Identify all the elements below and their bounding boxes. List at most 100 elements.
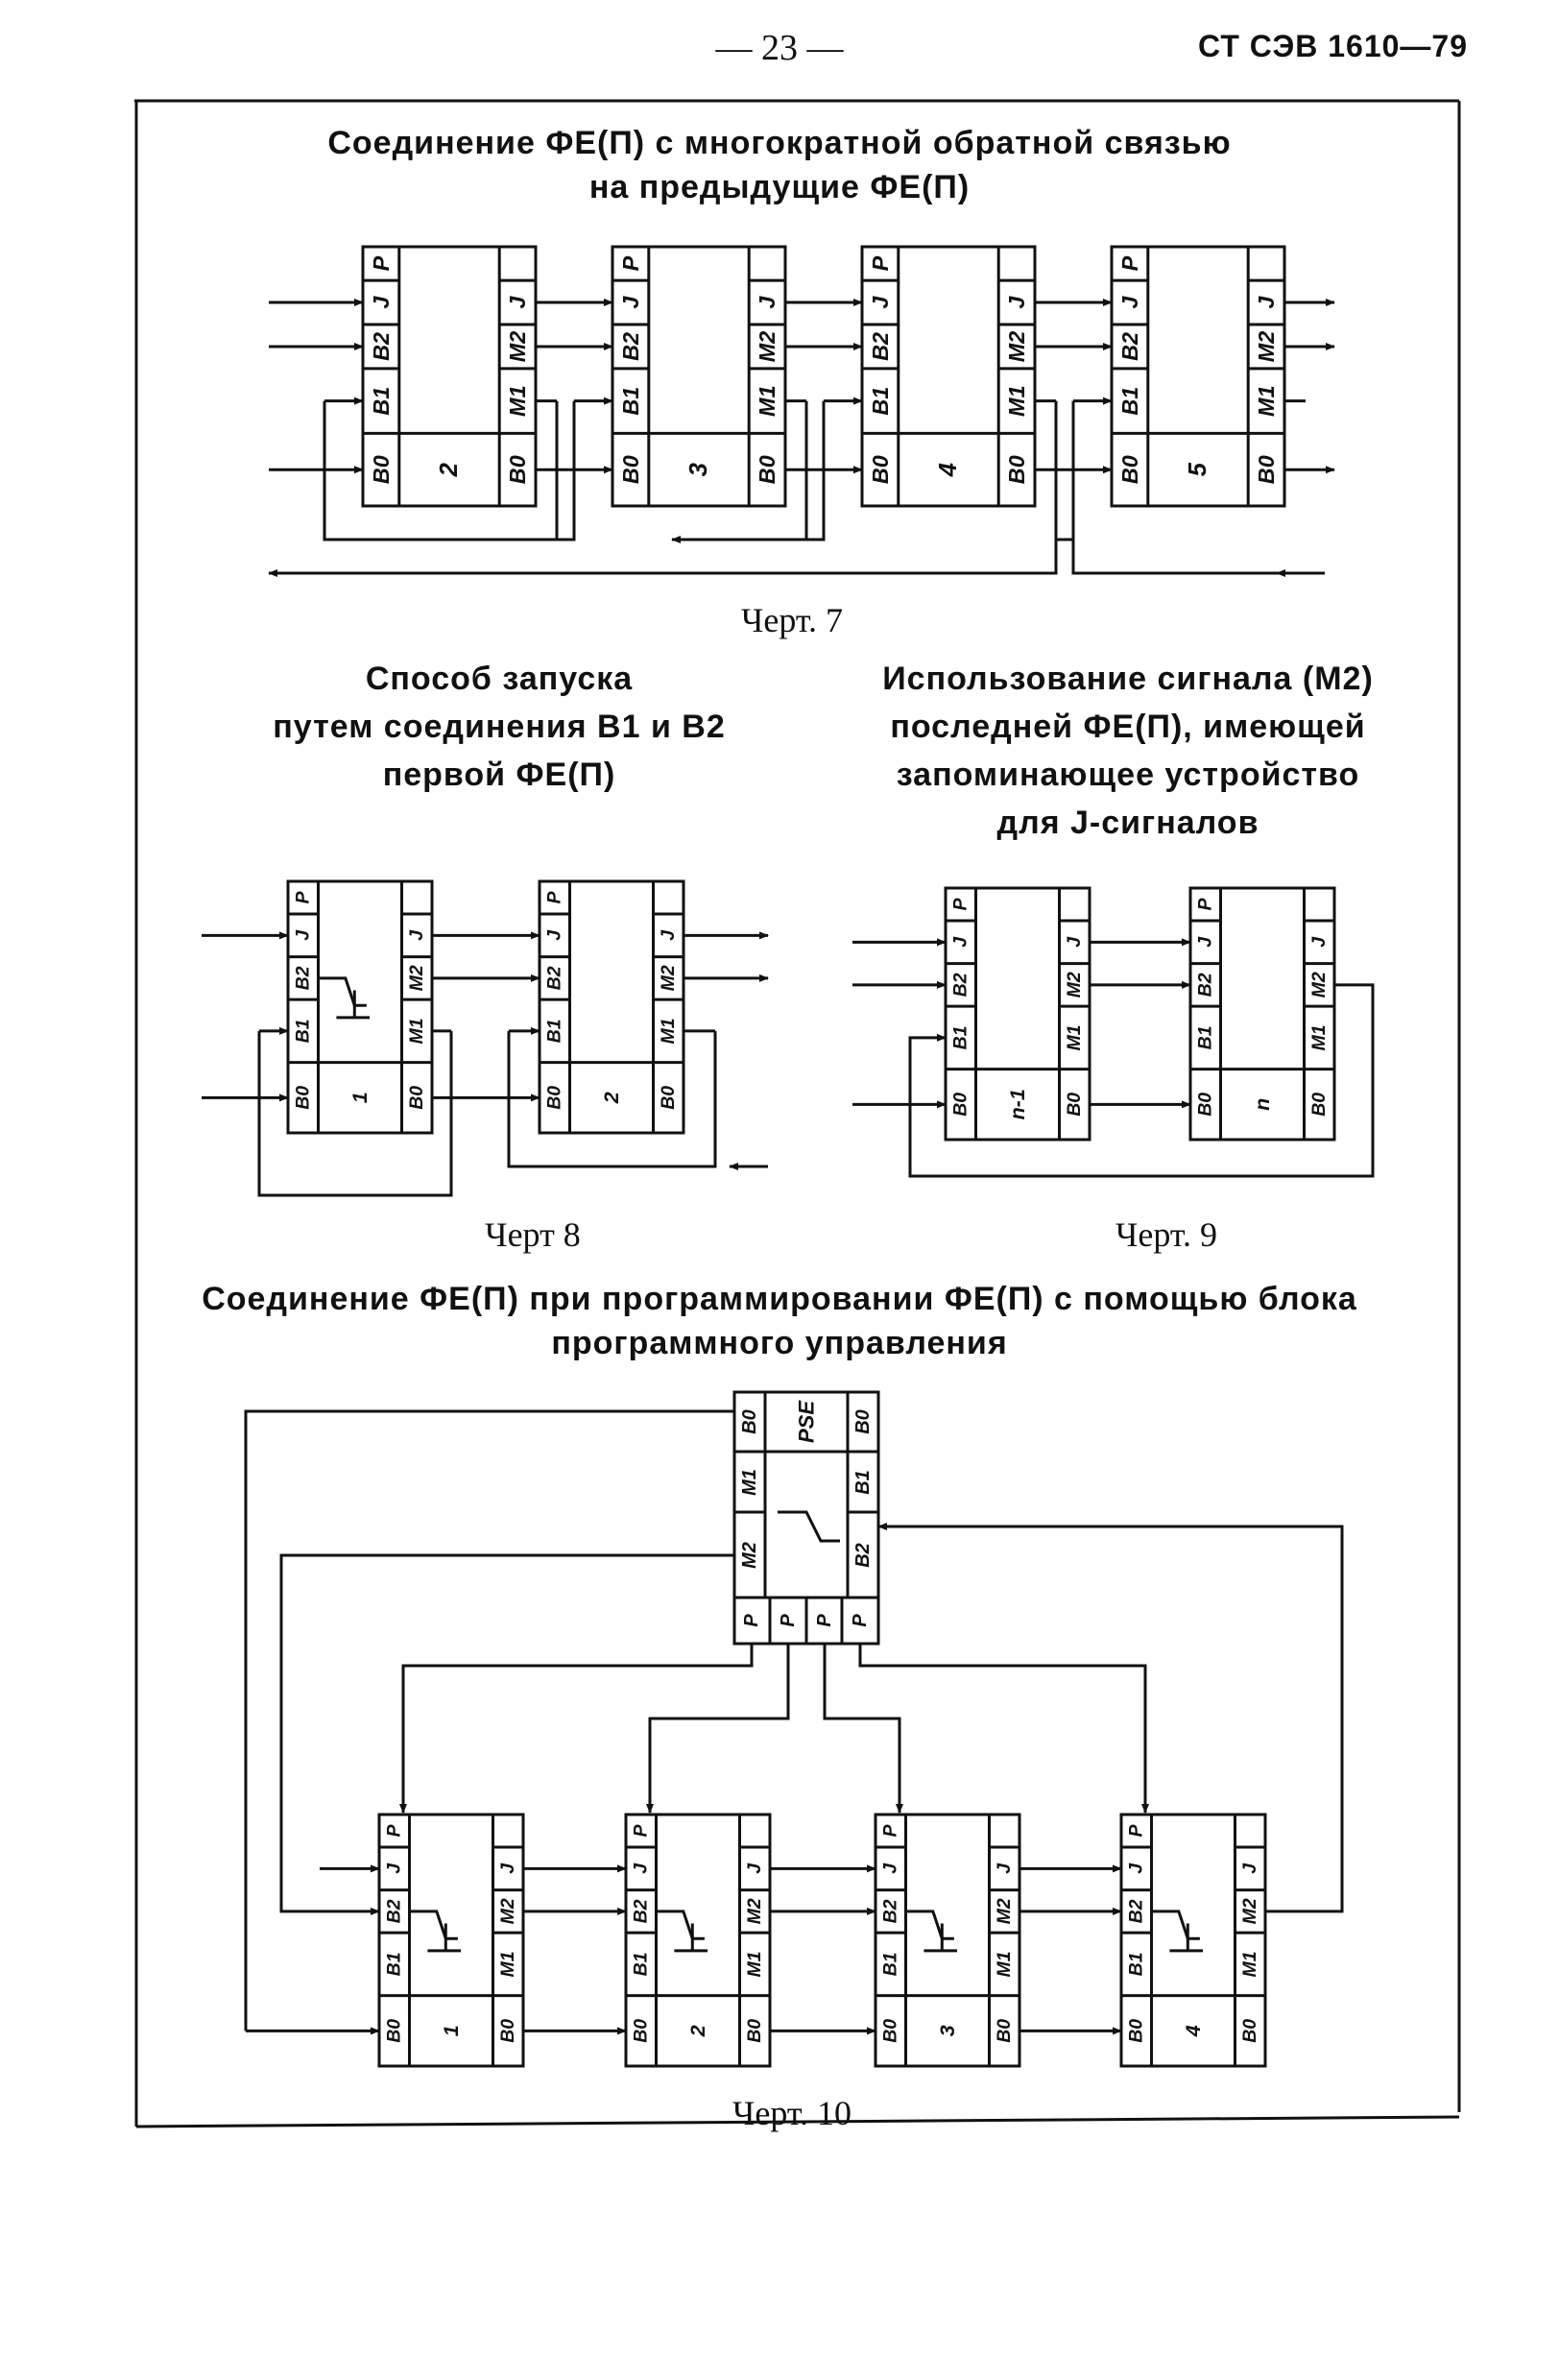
pin-m2-label: M2 xyxy=(505,331,530,363)
pin-m1-label: M1 xyxy=(1239,1951,1260,1977)
pin-b1-label: B1 xyxy=(544,1019,565,1043)
pin-b0-label: B0 xyxy=(384,2019,405,2043)
block-number: n xyxy=(1251,1098,1274,1111)
switch-symbol xyxy=(409,1910,458,1940)
block-number: n-1 xyxy=(1006,1089,1029,1119)
fig8-block-1-outline xyxy=(286,879,434,1135)
pse-pin-p-label: P xyxy=(850,1614,871,1627)
pin-b0-label: B0 xyxy=(544,1086,565,1110)
pin-p-label: P xyxy=(1117,255,1142,271)
pin-b2-label: B2 xyxy=(631,1899,652,1923)
fig7-return xyxy=(574,400,1058,575)
block-number: 4 xyxy=(935,463,962,477)
fig10-caption: Черт. 10 xyxy=(732,2094,851,2132)
pin-m2-label: M2 xyxy=(1239,1898,1260,1924)
block-number: 1 xyxy=(348,1092,372,1103)
pin-b1-label: B1 xyxy=(293,1019,314,1043)
pse-pin-b0-label: B0 xyxy=(852,1409,874,1434)
pin-b0-label: B0 xyxy=(631,2019,652,2043)
pin-b0-label: B0 xyxy=(1004,455,1029,484)
pin-j-label: J xyxy=(1254,296,1279,309)
pin-j-label: J xyxy=(1195,936,1216,948)
fig10-block-3-outline xyxy=(874,1813,1021,2068)
pin-b1-label: B1 xyxy=(384,1952,405,1976)
fig9-block-n-outline xyxy=(1188,886,1336,1142)
pin-j-label: J xyxy=(880,1863,901,1874)
block-number: 2 xyxy=(436,462,463,477)
pin-b1-label: B1 xyxy=(618,387,643,416)
fig7-block-3-outline xyxy=(611,245,787,508)
pin-b1-label: B1 xyxy=(1117,387,1142,416)
pin-j-label: J xyxy=(497,1863,518,1874)
pin-b0-label: B0 xyxy=(994,2019,1015,2043)
fig10-block-4-outline xyxy=(1119,1813,1267,2068)
pin-m2-label: M2 xyxy=(994,1898,1015,1924)
pin-j-label: J xyxy=(1308,936,1330,948)
fig8-loop-1 xyxy=(257,1030,453,1197)
pin-m2-label: M2 xyxy=(406,965,427,991)
fig8-title-line1: Способ запуска xyxy=(365,661,634,697)
switch-symbol xyxy=(905,1910,954,1940)
pin-p-label: P xyxy=(868,255,893,271)
pin-j-label: J xyxy=(1126,1863,1147,1874)
pin-b0-label: B0 xyxy=(1064,1093,1085,1117)
fig7-feedback xyxy=(555,400,576,541)
pin-j-label: J xyxy=(1117,296,1142,309)
block-number: 3 xyxy=(936,2025,959,2036)
page-number: — 23 — xyxy=(715,28,844,68)
switch-symbol xyxy=(318,976,367,1007)
pse-label: PSE xyxy=(795,1400,819,1443)
pin-b2-label: B2 xyxy=(369,332,394,361)
fig8-block-2-outline xyxy=(538,879,685,1135)
pin-m2-label: M2 xyxy=(1254,331,1279,363)
switch-symbol xyxy=(656,1910,705,1940)
pin-b0-label: B0 xyxy=(1126,2019,1147,2043)
pse-pin-p-label: P xyxy=(814,1614,835,1627)
pin-b1-label: B1 xyxy=(1126,1952,1147,1976)
block-number: 2 xyxy=(686,2025,709,2037)
pin-b2-label: B2 xyxy=(880,1899,901,1923)
fig7-title: Соединение ФЕ(П) с многократной обратной… xyxy=(240,121,1319,209)
fig7-title-line1: Соединение ФЕ(П) с многократной обратной… xyxy=(327,125,1232,161)
pin-b1-label: B1 xyxy=(1195,1025,1216,1049)
fig10-pse-b0-line xyxy=(244,1409,734,2031)
fig10-title-line2: программного управления xyxy=(551,1325,1008,1361)
pin-b0-label: B0 xyxy=(658,1086,679,1110)
pin-m1-label: M1 xyxy=(744,1951,765,1977)
fig9-block-n-1-outline xyxy=(944,886,1091,1142)
pin-m1-label: M1 xyxy=(1064,1024,1085,1050)
pin-m2-label: M2 xyxy=(744,1898,765,1924)
pin-j-label: J xyxy=(994,1863,1015,1874)
pse-pin-p-label: P xyxy=(778,1614,799,1627)
fig9-m2-feedback xyxy=(908,983,1375,1178)
pin-b2-label: B2 xyxy=(1195,973,1216,997)
pin-p-label: P xyxy=(384,1824,405,1838)
fig9-title: Использование сигнала (М2) последней ФЕ(… xyxy=(826,655,1430,847)
fig10-program-line-3 xyxy=(823,1644,903,1814)
fig10-block-1-outline xyxy=(377,1813,525,2068)
pin-b0-label: B0 xyxy=(744,2019,765,2043)
pin-b0-label: B0 xyxy=(618,455,643,484)
fig10-program-line-4 xyxy=(858,1644,1149,1814)
pin-j-label: J xyxy=(1004,296,1029,309)
pin-m2-label: M2 xyxy=(658,965,679,991)
fig10-program-line-1 xyxy=(399,1644,754,1814)
fig7-block-2-outline xyxy=(361,245,538,508)
fig7-title-line2: на предыдущие ФЕ(П) xyxy=(588,169,971,205)
pin-b2-label: B2 xyxy=(384,1899,405,1923)
pin-b2-label: B2 xyxy=(868,332,893,361)
pin-m1-label: M1 xyxy=(1004,385,1029,417)
pin-p-label: P xyxy=(631,1824,652,1838)
pin-b0-label: B0 xyxy=(293,1086,314,1110)
fig7-block-4-outline xyxy=(860,245,1037,508)
pin-m2-label: M2 xyxy=(1004,331,1029,363)
fig7-block-5-outline xyxy=(1110,245,1286,508)
pin-b0-label: B0 xyxy=(505,455,530,484)
pin-p-label: P xyxy=(1195,898,1216,911)
pin-b0-label: B0 xyxy=(1117,455,1142,484)
pin-b0-label: B0 xyxy=(497,2019,518,2043)
